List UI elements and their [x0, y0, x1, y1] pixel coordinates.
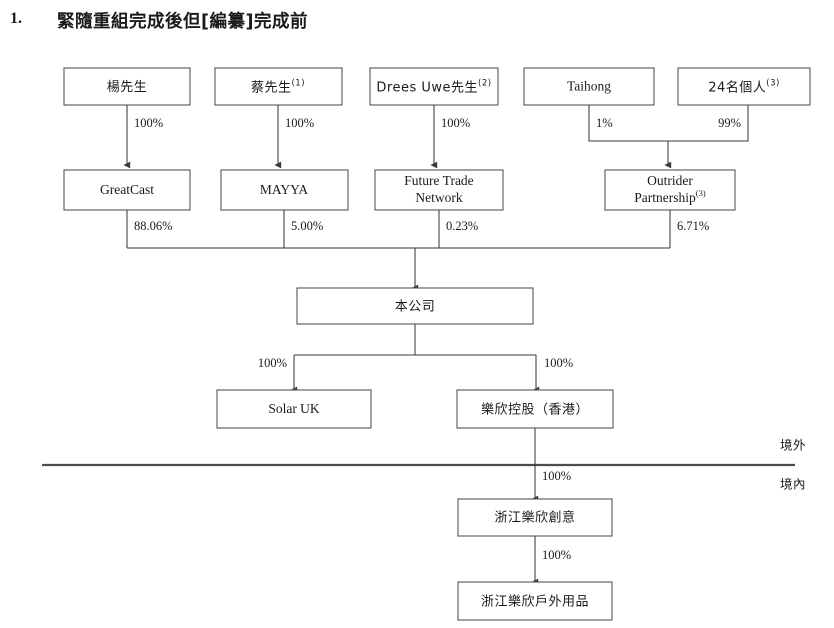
node-company-label: 本公司 — [395, 300, 436, 315]
node-greatcast-box — [63, 169, 191, 211]
edge-label-outrider-company: 6.71% — [677, 219, 709, 233]
node-zhejiang-outdoor-label: 浙江樂欣戶外用品 — [481, 594, 589, 610]
edge-label-company-lexinhk: 100% — [544, 356, 573, 370]
node-zhejiang-outdoor-box — [457, 581, 613, 621]
page-title: 緊隨重組完成後但[編纂]完成前 — [57, 12, 308, 32]
node-cai-box — [214, 67, 343, 106]
node-outrider-partnership: Outrider Partnership(3) — [604, 169, 736, 211]
node-zhejiang-outdoor: 浙江樂欣戶外用品 — [457, 581, 613, 621]
node-yang-box — [63, 67, 191, 106]
edge-label-creative-outdoor: 100% — [542, 548, 571, 562]
node-24-individuals-box — [677, 67, 811, 106]
node-zhejiang-creative: 浙江樂欣創意 — [457, 498, 613, 537]
heading-number: 1. — [10, 10, 22, 27]
node-yang: 楊先生 — [63, 67, 191, 106]
node-taihong-box — [523, 67, 655, 106]
node-company-box — [296, 287, 534, 325]
node-24-individuals: 24名個人(3) — [677, 67, 811, 106]
node-outrider-partnership-label-line2: Partnership(3) — [634, 188, 706, 205]
edge-label-ftn-company: 0.23% — [446, 219, 478, 233]
edge-label-mayya-company: 5.00% — [291, 219, 323, 233]
node-cai-label: 蔡先生(1) — [251, 78, 305, 95]
page-heading: 1. 緊隨重組完成後但[編纂]完成前 — [0, 8, 834, 42]
node-drees-box — [369, 67, 499, 106]
node-company: 本公司 — [296, 287, 534, 325]
node-cai: 蔡先生(1) — [214, 67, 343, 106]
node-solar-uk-box — [216, 389, 372, 429]
node-future-trade-network-label-line1: Future Trade — [404, 173, 473, 188]
node-solar-uk-label: Solar UK — [268, 401, 320, 416]
node-future-trade-network: Future Trade Network — [374, 169, 504, 211]
edge-label-greatcast-company: 88.06% — [134, 219, 173, 233]
edge-label-yang-greatcast: 100% — [134, 116, 163, 130]
node-drees: Drees Uwe先生(2) — [369, 67, 499, 106]
node-outrider-partnership-box — [604, 169, 736, 211]
edge-label-drees-ftn: 100% — [441, 116, 470, 130]
node-future-trade-network-label-line2: Network — [415, 190, 462, 205]
node-lexin-holdings-hk-label: 樂欣控股（香港） — [481, 402, 589, 418]
node-zhejiang-creative-label: 浙江樂欣創意 — [494, 510, 575, 526]
edge-label-24-outrider: 99% — [718, 116, 741, 130]
edge-label-taihong-outrider: 1% — [596, 116, 613, 130]
edge-label-company-solaruk: 100% — [258, 356, 287, 370]
node-solar-uk: Solar UK — [216, 389, 372, 429]
node-yang-label: 楊先生 — [107, 79, 148, 95]
edge-label-lexinhk-creative: 100% — [542, 469, 571, 483]
node-lexin-holdings-hk-box — [456, 389, 614, 429]
node-outrider-partnership-label-line1: Outrider — [647, 173, 693, 188]
node-greatcast-label: GreatCast — [100, 182, 154, 197]
node-mayya: MAYYA — [220, 169, 349, 211]
edge-label-cai-mayya: 100% — [285, 116, 314, 130]
node-greatcast: GreatCast — [63, 169, 191, 211]
region-label-onshore: 境內 — [780, 477, 806, 492]
node-lexin-holdings-hk: 樂欣控股（香港） — [456, 389, 614, 429]
region-label-offshore: 境外 — [780, 438, 806, 453]
node-mayya-label: MAYYA — [260, 182, 309, 197]
node-mayya-box — [220, 169, 349, 211]
node-zhejiang-creative-box — [457, 498, 613, 537]
node-24-individuals-label: 24名個人(3) — [708, 78, 780, 95]
node-drees-label: Drees Uwe先生(2) — [376, 78, 491, 95]
node-taihong: Taihong — [523, 67, 655, 106]
node-taihong-label: Taihong — [567, 79, 611, 94]
